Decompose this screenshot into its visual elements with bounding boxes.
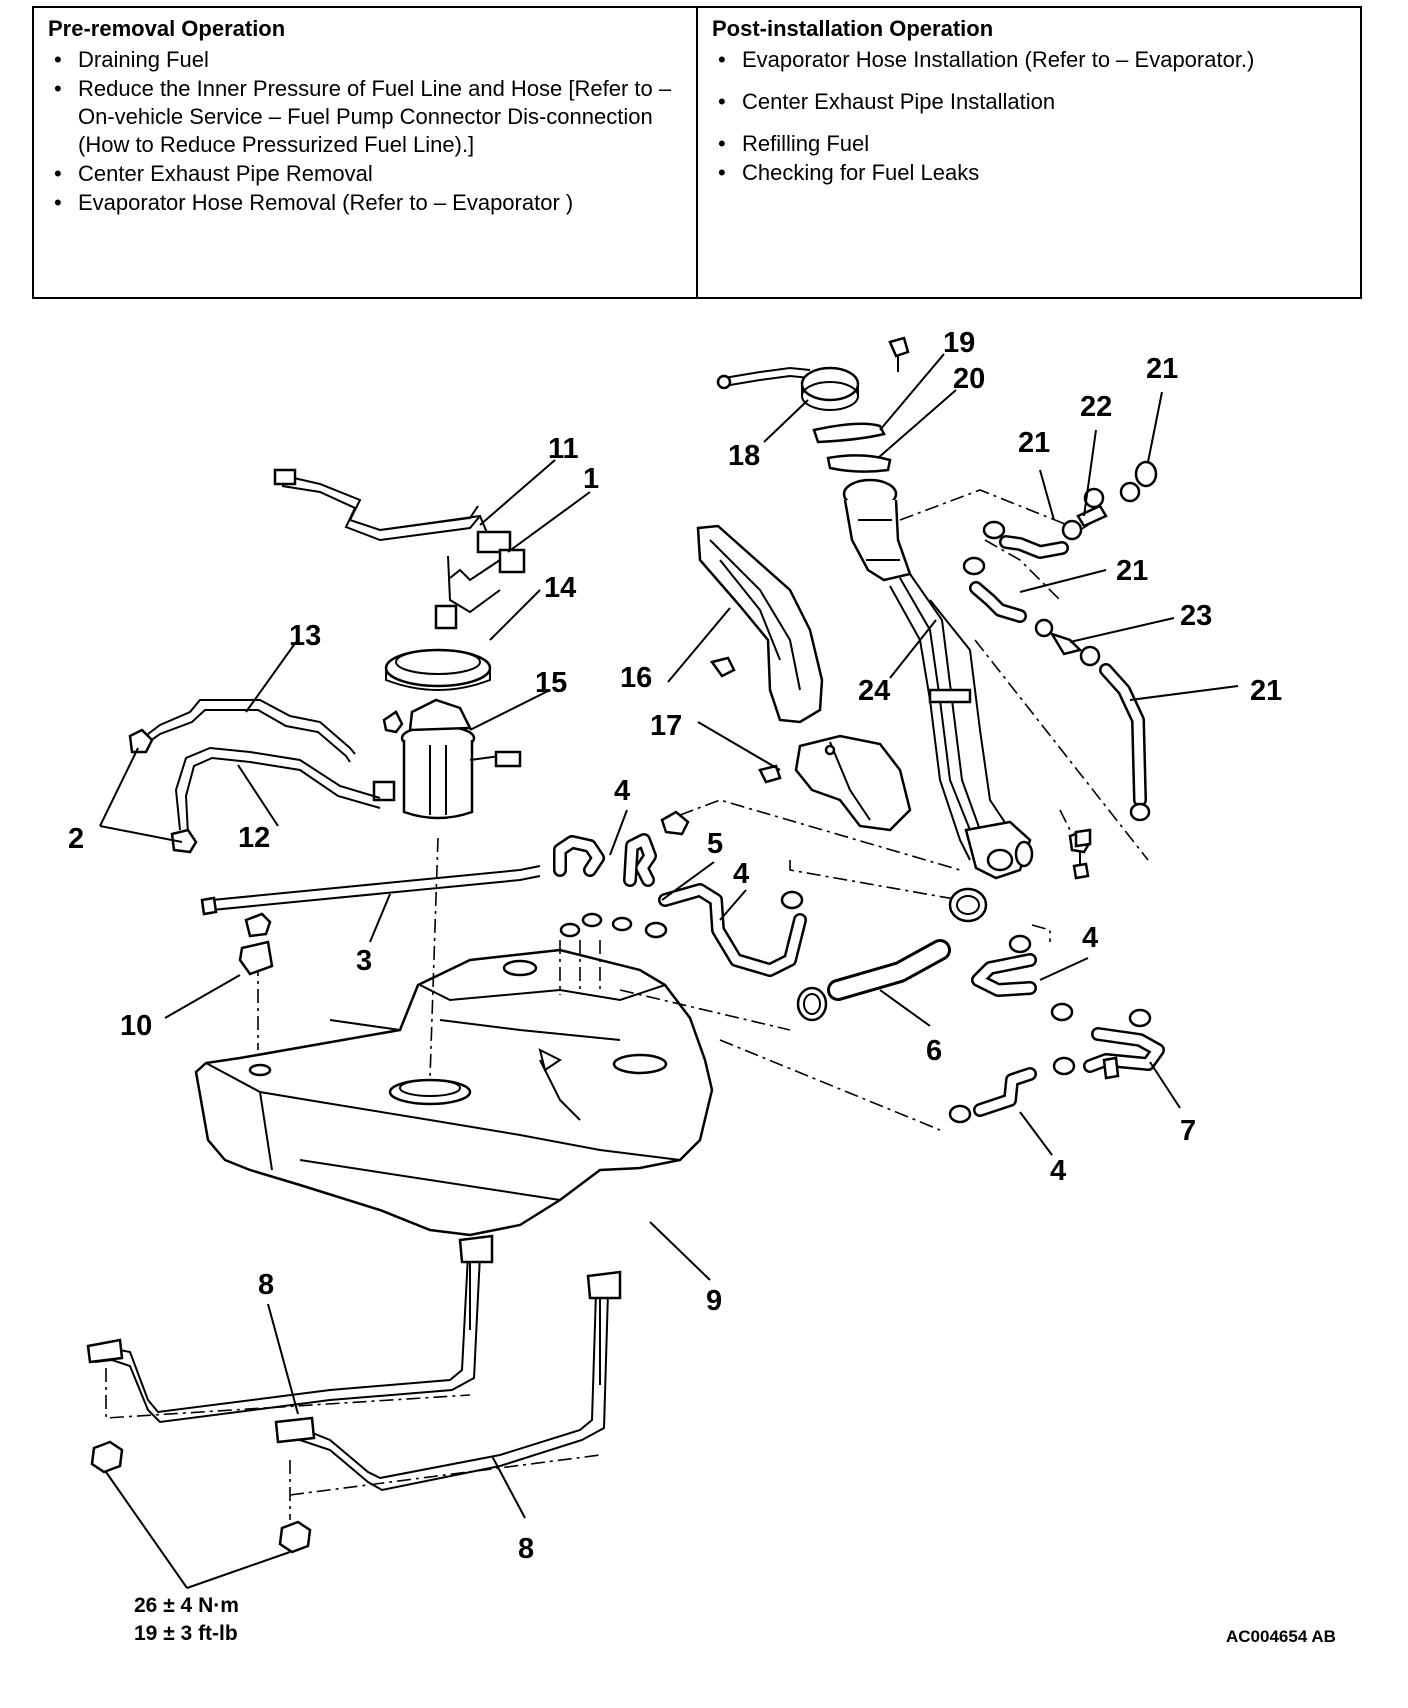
fuel-filler-cap-part: [716, 336, 910, 473]
callout-11: 11: [548, 433, 579, 465]
callout-6: 6: [926, 1035, 942, 1067]
callout-14: 14: [544, 572, 576, 604]
callout-19: 19: [943, 327, 975, 359]
torque-imperial: 19 ± 3 ft-lb: [134, 1622, 238, 1645]
tank-strap-lower-part: [274, 1270, 622, 1492]
callout-21c: 21: [1116, 555, 1148, 587]
callout-labels: 11 1 14 15 13 2 12 3 10 4 5 4 4 6 4 7 9 …: [68, 327, 1282, 1565]
breather-hoses-part: [948, 934, 1165, 1124]
pre-removal-item: Reduce the Inner Pressure of Fuel Line a…: [48, 75, 682, 159]
operations-table: Pre-removal Operation Draining Fuel Redu…: [32, 6, 1362, 299]
callout-21d: 21: [1250, 675, 1282, 707]
fuel-tank-part: [194, 948, 714, 1237]
bracket-part: [238, 912, 274, 976]
pre-removal-item: Center Exhaust Pipe Removal: [48, 160, 682, 188]
callout-20: 20: [953, 363, 985, 395]
vapor-hoses-part: [553, 810, 807, 977]
pre-removal-heading: Pre-removal Operation: [48, 16, 286, 41]
tank-strap-nuts: [90, 1440, 312, 1554]
callout-9: 9: [706, 1285, 722, 1317]
callout-10: 10: [120, 1010, 152, 1042]
filler-neck-part: [842, 478, 1092, 880]
filler-bracket-part: [758, 734, 912, 832]
callout-2: 2: [68, 823, 84, 855]
lock-ring-part: [384, 648, 492, 691]
callout-17: 17: [650, 710, 682, 742]
callout-3: 3: [356, 945, 372, 977]
callout-24: 24: [858, 675, 890, 707]
callout-16: 16: [620, 662, 652, 694]
torque-metric: 26 ± 4 N·m: [134, 1594, 239, 1617]
callout-21b: 21: [1146, 353, 1178, 385]
figure-id: AC004654 AB: [1226, 1627, 1336, 1646]
callout-1: 1: [583, 463, 599, 495]
callout-4c: 4: [1082, 922, 1098, 954]
callout-5: 5: [707, 828, 723, 860]
filler-protector-part: [696, 524, 824, 724]
post-installation-column: Post-installation Operation Evaporator H…: [696, 8, 1360, 297]
callout-22: 22: [1080, 391, 1112, 423]
callout-12: 12: [238, 822, 270, 854]
fuel-lines-part: [128, 699, 541, 916]
callout-13: 13: [289, 620, 321, 652]
callout-18: 18: [728, 440, 760, 472]
tank-strap-upper-part: [86, 1234, 494, 1424]
pre-removal-item: Evaporator Hose Removal (Refer to – Evap…: [48, 189, 682, 217]
callout-7: 7: [1180, 1115, 1196, 1147]
pre-removal-item: Draining Fuel: [48, 46, 682, 74]
wiring-harness-part: [273, 468, 526, 630]
callout-21a: 21: [1018, 427, 1050, 459]
fuel-pump-module-part: [372, 698, 522, 820]
pre-removal-list: Draining Fuel Reduce the Inner Pressure …: [48, 46, 682, 217]
evaporative-hoses-part: [962, 460, 1158, 848]
callout-8b: 8: [518, 1533, 534, 1565]
post-installation-list: Evaporator Hose Installation (Refer to –…: [712, 46, 1346, 187]
callout-4b: 4: [733, 858, 749, 890]
callout-4d: 4: [1050, 1155, 1066, 1187]
fill-hose-part: [796, 887, 988, 1022]
post-installation-item: Evaporator Hose Installation (Refer to –…: [712, 46, 1346, 74]
post-installation-heading: Post-installation Operation: [712, 16, 994, 41]
post-installation-item: Checking for Fuel Leaks: [712, 159, 1346, 187]
pre-removal-column: Pre-removal Operation Draining Fuel Redu…: [34, 8, 696, 297]
callout-4a: 4: [614, 775, 630, 807]
post-installation-item: Refilling Fuel: [712, 130, 1346, 158]
post-installation-item: Center Exhaust Pipe Installation: [712, 88, 1346, 116]
callout-15: 15: [535, 667, 567, 699]
callout-23: 23: [1180, 600, 1212, 632]
callout-8a: 8: [258, 1269, 274, 1301]
callout-leader-lines: [99, 353, 1239, 1589]
